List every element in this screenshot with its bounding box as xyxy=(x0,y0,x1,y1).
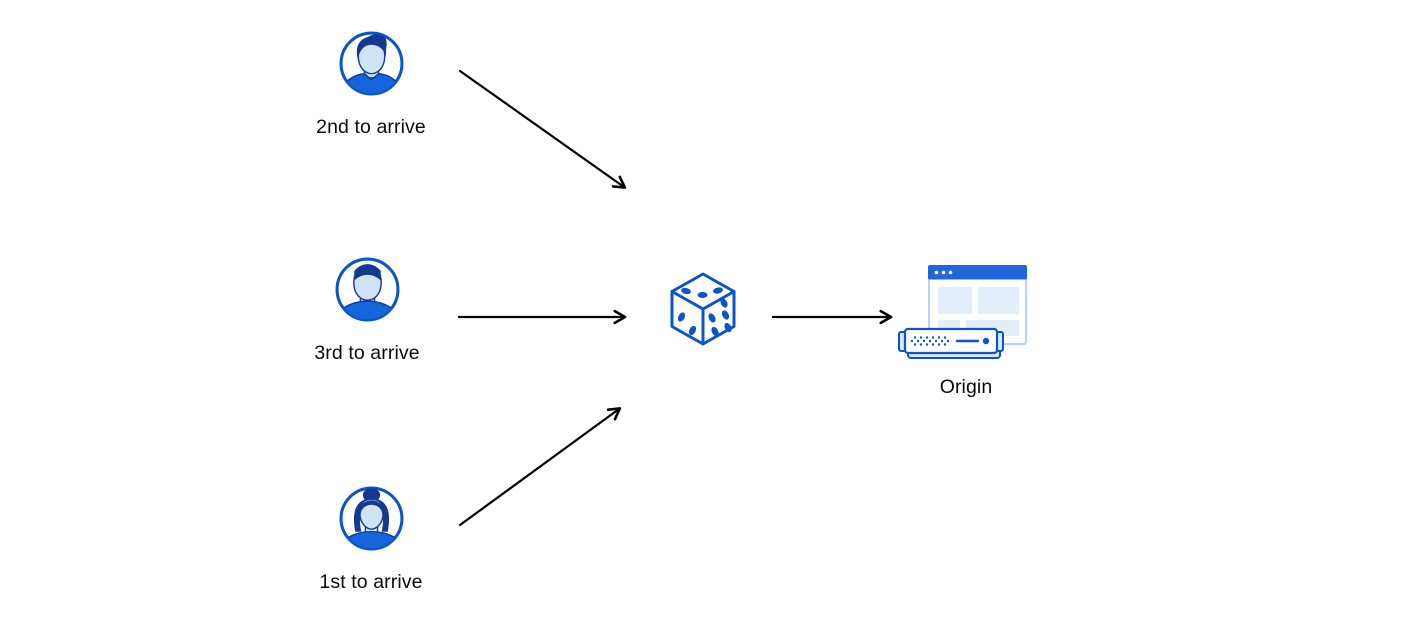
origin-server-icon xyxy=(894,262,1038,364)
node-label-user-3rd: 3rd to arrive xyxy=(314,342,420,364)
arrow-user2nd-to-dice xyxy=(458,69,627,189)
node-origin: Origin xyxy=(894,262,1038,398)
avatar-man-flattop-icon xyxy=(334,256,401,323)
node-user-1st: 1st to arrive xyxy=(291,485,451,593)
node-user-2nd: 2nd to arrive xyxy=(291,30,451,138)
node-label-user-2nd: 2nd to arrive xyxy=(316,116,426,138)
node-label-user-1st: 1st to arrive xyxy=(319,571,423,593)
dice-icon xyxy=(668,270,738,348)
server-icon xyxy=(898,327,1004,359)
server-led-dots xyxy=(910,336,950,346)
arrow-user1st-to-dice xyxy=(458,407,622,527)
avatar-woman-bun-icon xyxy=(338,485,405,552)
node-user-3rd: 3rd to arrive xyxy=(287,256,447,364)
node-label-origin: Origin xyxy=(939,376,993,398)
node-dice xyxy=(668,270,738,348)
avatar-man-swoosh-icon xyxy=(338,30,405,97)
